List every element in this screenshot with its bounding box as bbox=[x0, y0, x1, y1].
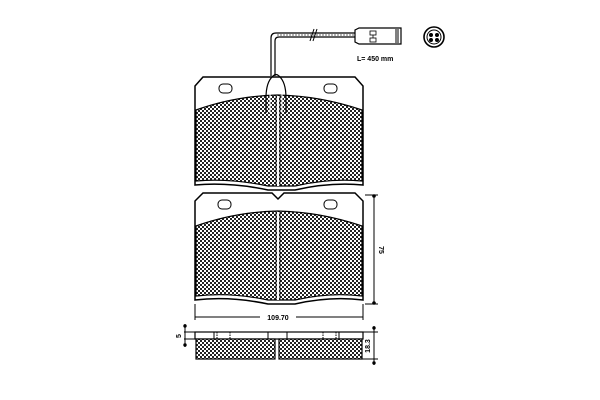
backplate-thickness-dimension bbox=[183, 324, 195, 347]
width-dimension bbox=[194, 304, 364, 320]
brake-pad-lower bbox=[194, 192, 364, 305]
wear-sensor-wire bbox=[270, 28, 358, 76]
height-label: 75 bbox=[377, 246, 384, 254]
backplate-thickness-label: 5 bbox=[176, 334, 183, 338]
sensor-length-label: L= 450 mm bbox=[357, 56, 393, 63]
brake-pad-upper bbox=[194, 73, 364, 191]
connector-end-view bbox=[423, 26, 445, 48]
total-thickness-dimension bbox=[362, 326, 378, 365]
pad-side-profile bbox=[194, 331, 364, 360]
sensor-connector bbox=[354, 27, 402, 45]
height-dimension bbox=[365, 194, 378, 305]
total-thickness-label: 18.3 bbox=[365, 339, 372, 353]
width-label: 109.70 bbox=[267, 315, 289, 322]
